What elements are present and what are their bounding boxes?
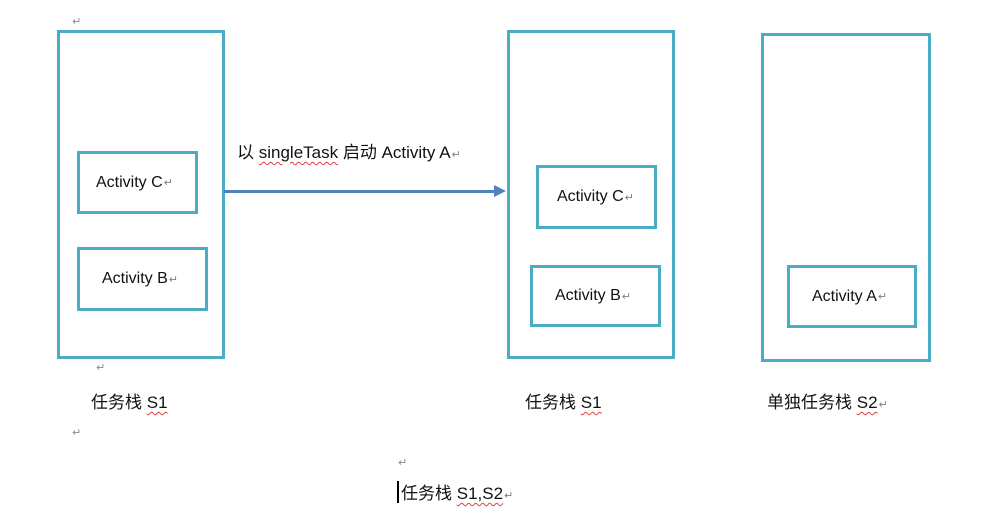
launch-arrow-line [224, 190, 496, 193]
paragraph-mark: ↵ [163, 177, 173, 189]
activity-c-box-left: Activity C↵ [77, 151, 198, 214]
activity-a-box-right: Activity A↵ [787, 265, 917, 328]
caption-en: S1,S2 [456, 484, 504, 503]
paragraph-mark: ↵ [504, 490, 514, 502]
arrow-label-keyword: singleTask [258, 143, 339, 162]
stack-label-en: S2 [856, 393, 878, 412]
paragraph-mark-bottom: ↵ [398, 457, 408, 469]
stack-label-en: S1 [580, 393, 602, 412]
activity-b-box-left: Activity B↵ [77, 247, 208, 311]
arrow-label-suffix: 启动 Activity A [342, 143, 451, 162]
stack-label-cn: 任务栈 [91, 393, 142, 412]
stack-label-cn: 单独任务栈 [767, 393, 852, 412]
text-cursor [397, 481, 399, 503]
activity-label: Activity B [102, 270, 168, 287]
paragraph-mark: ↵ [168, 273, 179, 286]
figure-caption: 任务栈 S1,S2↵ [401, 484, 513, 506]
activity-label: Activity C [557, 188, 624, 205]
caption-cn: 任务栈 [401, 484, 452, 503]
paragraph-mark: ↵ [878, 399, 888, 411]
stack-label-cn: 任务栈 [525, 393, 576, 412]
activity-c-box-middle: Activity C↵ [536, 165, 657, 229]
paragraph-mark: ↵ [451, 149, 461, 161]
paragraph-mark-top: ↵ [72, 16, 82, 28]
stack-label-left: 任务栈 S1 [91, 393, 168, 413]
stack-label-en: S1 [146, 393, 168, 412]
arrow-label-prefix: 以 [237, 143, 254, 162]
activity-label: Activity A [812, 287, 877, 305]
paragraph-mark: ↵ [624, 191, 634, 204]
launch-arrow-head [494, 185, 506, 197]
activity-label: Activity C [96, 173, 163, 191]
stack-label-middle: 任务栈 S1 [525, 393, 602, 413]
arrow-label: 以 singleTask 启动 Activity A↵ [237, 143, 461, 165]
paragraph-mark-mid: ↵ [96, 362, 106, 374]
activity-b-box-middle: Activity B↵ [530, 265, 661, 327]
activity-label: Activity B [555, 287, 621, 304]
stack-label-right: 单独任务栈 S2↵ [767, 393, 888, 415]
paragraph-mark-left: ↵ [72, 427, 82, 439]
paragraph-mark: ↵ [621, 290, 632, 303]
paragraph-mark: ↵ [877, 291, 888, 303]
